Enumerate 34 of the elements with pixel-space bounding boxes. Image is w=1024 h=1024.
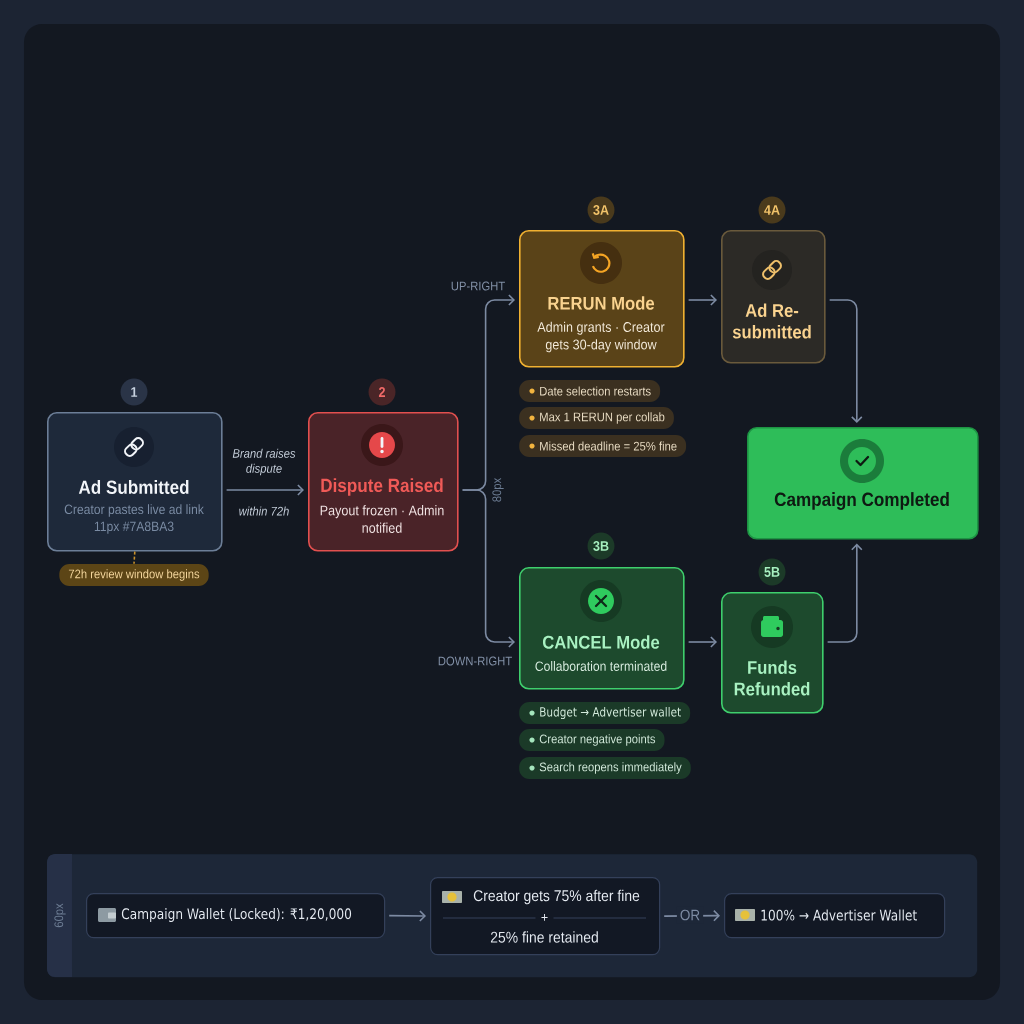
arrow xyxy=(828,299,863,423)
amount-box: Campaign Wallet (Locked): ₹1,20,000 xyxy=(86,893,386,939)
note-pill: Date selection restarts xyxy=(519,380,661,402)
note-pill: Creator negative points xyxy=(519,729,665,751)
amount-box: Creator gets 75% after fine + 25% fine retained xyxy=(430,877,661,956)
edge-label: UP-RIGHT xyxy=(451,281,505,291)
note-pill: Budget → Advertiser wallet xyxy=(519,702,691,724)
arrow xyxy=(388,910,426,922)
arrow xyxy=(687,636,717,648)
arrow xyxy=(687,294,717,306)
process-box: Campaign Completed xyxy=(747,427,979,540)
step-badge: 5B xyxy=(758,558,786,586)
note-pill: Search reopens immediately xyxy=(519,757,691,779)
step-badge: 1 xyxy=(120,378,148,406)
arrow xyxy=(826,543,863,643)
arrow xyxy=(225,484,304,496)
process-box: Dispute Raised Payout frozen · Admin notified xyxy=(308,412,459,552)
amount-box: 100% → Advertiser Wallet xyxy=(724,893,946,939)
edge-label: DOWN-RIGHT xyxy=(438,656,512,666)
edge-label: Brand raises dispute xyxy=(232,448,296,476)
step-badge: 2 xyxy=(368,378,396,406)
arrow xyxy=(461,489,515,648)
step-badge: 3B xyxy=(587,532,615,560)
note-pill: Max 1 RERUN per collab xyxy=(519,407,674,429)
step-badge: 4A xyxy=(758,196,786,224)
process-box: RERUN Mode Admin grants · Creator gets 30-day window xyxy=(519,230,685,368)
process-box: Ad Re- submitted xyxy=(721,230,826,364)
step-badge: 3A xyxy=(587,196,615,224)
note-label: 80px xyxy=(492,477,504,502)
note-label: within 72h xyxy=(239,506,289,516)
note-pill: 72h review window begins xyxy=(59,564,209,586)
process-box: CANCEL Mode Collaboration terminated xyxy=(519,567,685,690)
note-pill: Missed deadline = 25% fine xyxy=(519,435,687,457)
process-box: Ad Submitted Creator pastes live ad link 11px #7A8BA3 xyxy=(47,412,223,552)
